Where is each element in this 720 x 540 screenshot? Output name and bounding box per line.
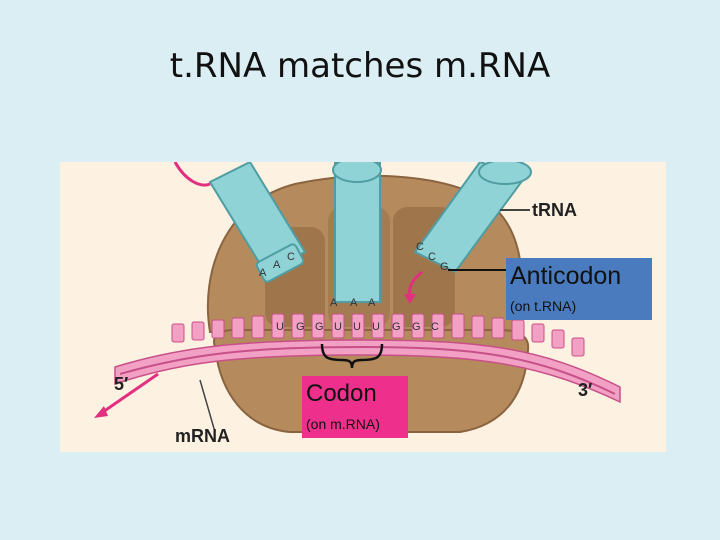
- left-anticodon-base: A: [273, 259, 281, 271]
- mrna-base: U: [276, 321, 284, 333]
- middle-anticodon-base: A: [368, 297, 376, 309]
- mrna-base: U: [372, 321, 380, 333]
- left-anticodon-base: C: [287, 251, 295, 263]
- codon-brace: [320, 343, 384, 369]
- trna-left: [208, 162, 307, 283]
- mrna-base: C: [431, 321, 439, 333]
- trna-right: [413, 162, 532, 274]
- anticodon-callout: Anticodon (on t.RNA): [506, 258, 652, 320]
- mrna-base: G: [392, 321, 401, 333]
- mrna-base: G: [412, 321, 421, 333]
- right-anticodon-base: C: [428, 251, 436, 263]
- trna-label: tRNA: [532, 200, 577, 220]
- mrna-base: G: [296, 321, 305, 333]
- anticodon-label: Anticodon: [510, 262, 622, 290]
- codon-label: Codon: [306, 380, 377, 407]
- mrna-base: U: [334, 321, 342, 333]
- entry-arrow: [173, 162, 211, 187]
- right-anticodon-base: G: [440, 261, 449, 273]
- left-anticodon-base: A: [259, 267, 267, 279]
- middle-anticodon-base: A: [350, 297, 358, 309]
- mrna-leader-line: [199, 379, 216, 433]
- slide-title: t.RNA matches m.RNA: [169, 46, 551, 86]
- mrna-teeth: [171, 313, 585, 357]
- three-prime-label: 3′: [578, 380, 592, 400]
- right-anticodon-base: C: [416, 241, 424, 253]
- codon-callout: Codon (on m.RNA): [302, 376, 408, 438]
- middle-anticodon-base: A: [330, 297, 338, 309]
- exit-arrow: [99, 372, 159, 416]
- mrna-backbone: [119, 345, 616, 395]
- mrna-base: U: [353, 321, 361, 333]
- mrna-base: G: [315, 321, 324, 333]
- anticodon-sublabel: (on t.RNA): [510, 298, 577, 314]
- diagram-canvas: tRNA mRNA 5′ 3′ A A C A A A C C G U G G …: [94, 162, 621, 446]
- trna-middle: [332, 162, 382, 303]
- exit-arrowhead: [94, 406, 108, 418]
- mrna-label: mRNA: [175, 426, 230, 446]
- incoming-arrowhead: [404, 294, 416, 304]
- codon-sublabel: (on m.RNA): [306, 416, 380, 432]
- five-prime-label: 5′: [114, 374, 128, 394]
